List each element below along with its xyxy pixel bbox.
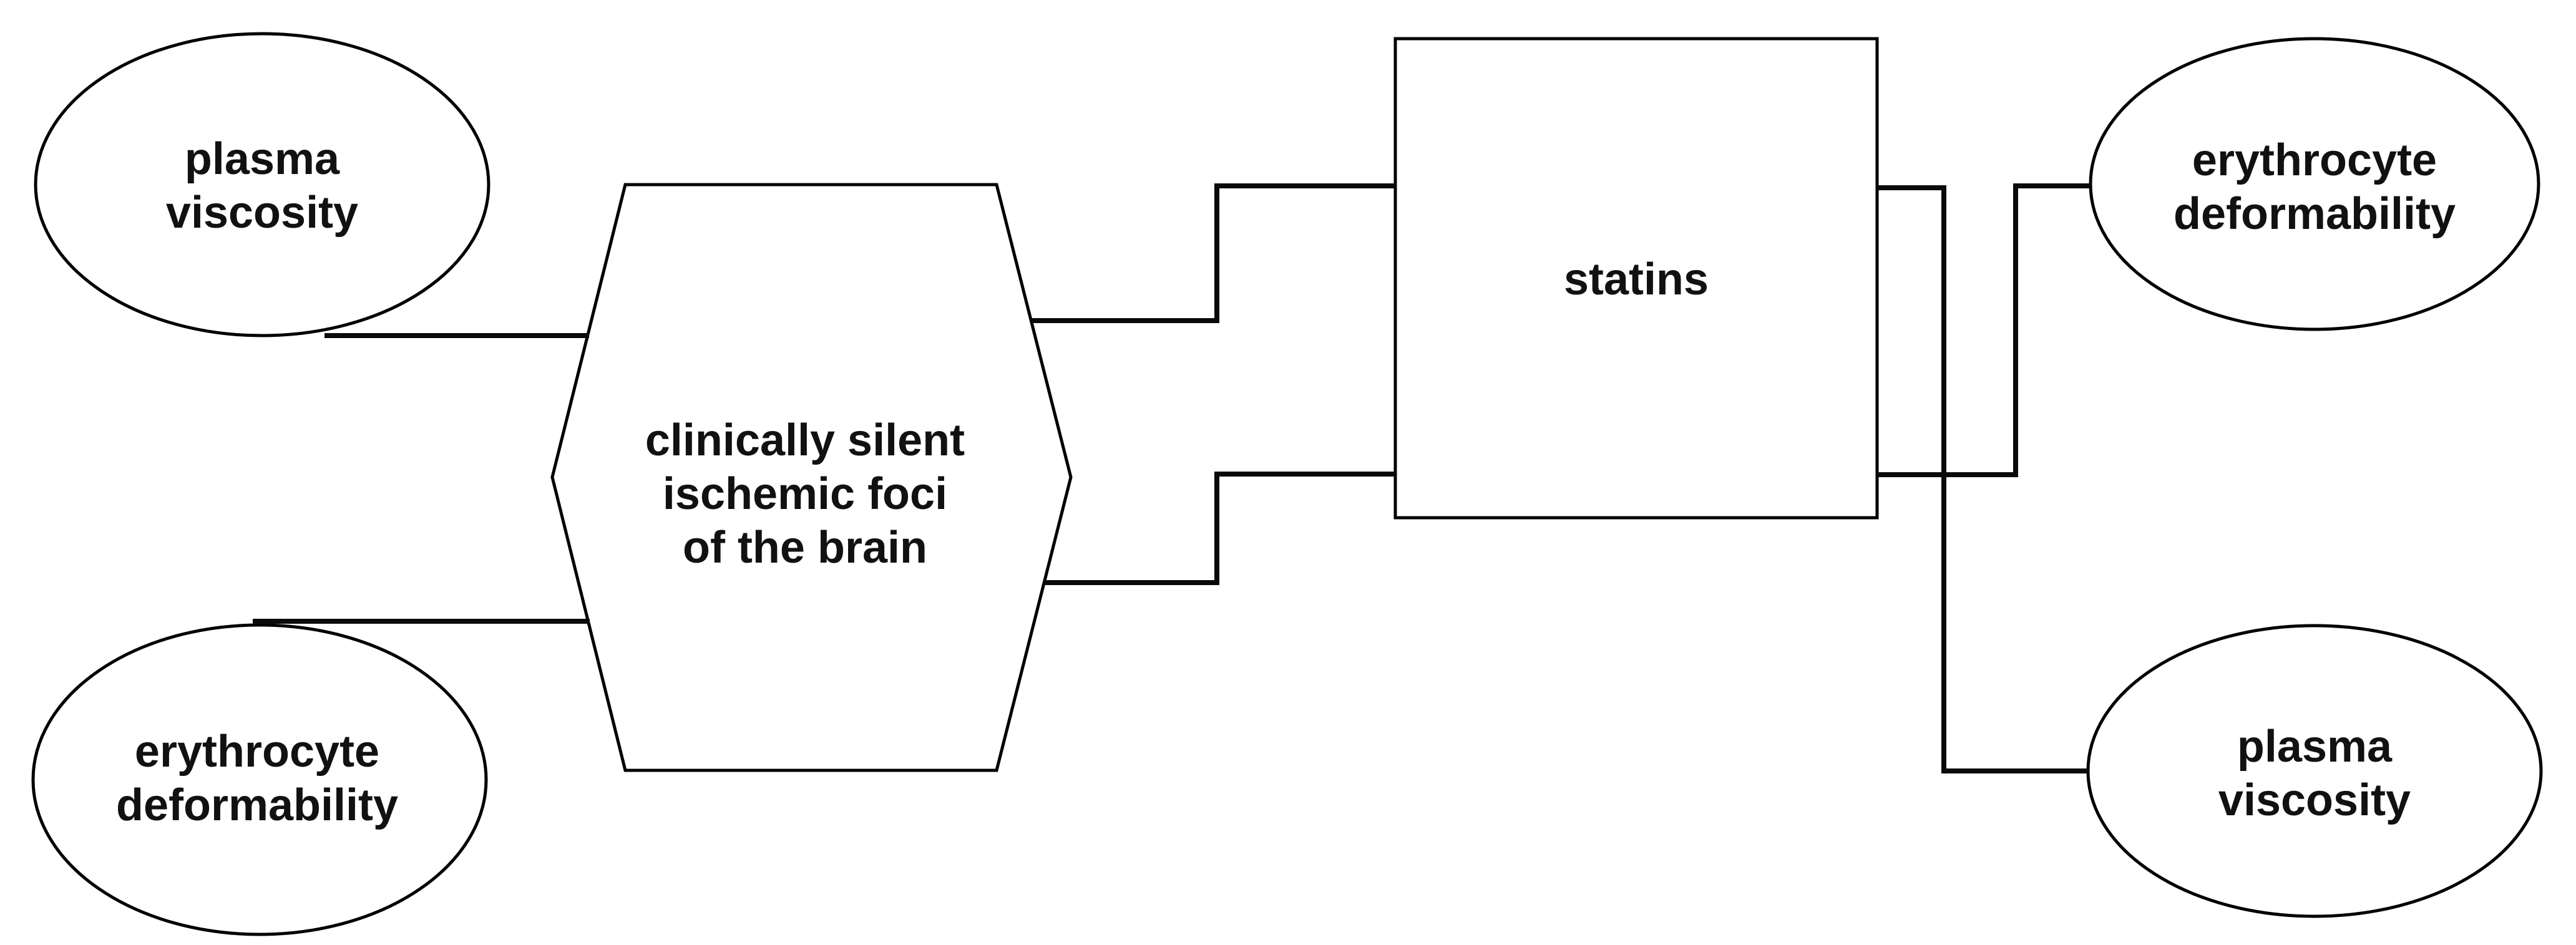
- rectangle-statins: [1393, 37, 1879, 520]
- label-line: viscosity: [2218, 775, 2411, 825]
- label-ischemic-foci: clinically silent ischemic foci of the b…: [645, 414, 965, 574]
- label-line: erythrocyte: [2192, 135, 2437, 185]
- label-statins: statins: [1564, 253, 1709, 306]
- label-line: erythrocyte: [134, 727, 380, 777]
- label-line: viscosity: [165, 188, 359, 238]
- label-line: statins: [1563, 254, 1709, 304]
- label-erythrocyte-deformability-right: erythrocyte deformability: [2174, 133, 2456, 241]
- edge-hexagon-to-statins-upper: [1031, 183, 1395, 323]
- label-line: plasma: [184, 134, 340, 184]
- label-line: plasma: [2237, 722, 2393, 772]
- hexagon-ischemic-foci: [550, 183, 1073, 772]
- edge-statins-to-plasma-viscosity-right: [1877, 185, 2088, 773]
- label-line: deformability: [2173, 189, 2456, 239]
- label-plasma-viscosity-right: plasma viscosity: [2218, 720, 2411, 827]
- label-erythrocyte-deformability-left: erythrocyte deformability: [116, 725, 398, 832]
- ellipse-erythrocyte-deformability-left: [31, 623, 488, 936]
- label-line: clinically silent: [645, 415, 965, 465]
- label-plasma-viscosity-left: plasma viscosity: [166, 132, 358, 240]
- label-line: ischemic foci: [662, 469, 948, 519]
- edge-hexagon-to-statins-lower: [1044, 472, 1395, 585]
- label-line: of the brain: [682, 523, 927, 573]
- ellipse-plasma-viscosity-left: [34, 32, 490, 337]
- label-line: deformability: [115, 780, 399, 830]
- edge-statins-to-erythrocyte-deformability-right: [1877, 183, 2091, 477]
